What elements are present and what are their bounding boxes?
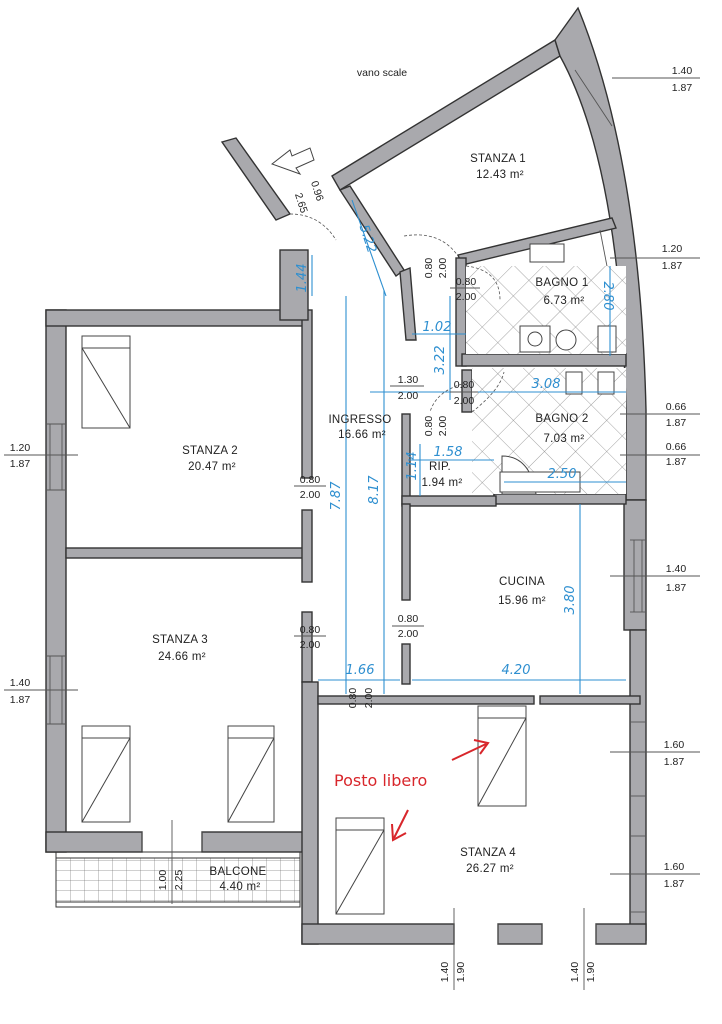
dim-1-58: 1.58 bbox=[434, 445, 463, 460]
balcone-door-width: 1.00 bbox=[157, 870, 169, 891]
door-rip-width: 0.80 bbox=[423, 416, 435, 437]
win-s2-width: 1.20 bbox=[10, 442, 31, 454]
bagno2-name: BAGNO 2 bbox=[535, 413, 588, 425]
bed-stanza4-left bbox=[335, 817, 385, 915]
posto-libero-annotation: Posto libero bbox=[334, 739, 490, 842]
win-s3-height: 1.87 bbox=[10, 694, 31, 706]
door-ingresso-width: 1.30 bbox=[398, 374, 419, 386]
win-bagno2a-width: 0.66 bbox=[666, 401, 687, 413]
cucina-name: CUCINA bbox=[499, 576, 545, 588]
stanza3-name: STANZA 3 bbox=[152, 634, 208, 646]
bagno1-name: BAGNO 1 bbox=[535, 277, 588, 289]
win-bagno2b-width: 0.66 bbox=[666, 441, 687, 453]
door-cucina-width: 0.80 bbox=[398, 613, 419, 625]
win-s4bot1-height: 1.90 bbox=[455, 962, 467, 983]
stanza2-area: 20.47 m² bbox=[188, 461, 236, 473]
dim-3-22: 3.22 bbox=[433, 346, 448, 375]
win-s4bot2-height: 1.90 bbox=[585, 962, 597, 983]
balcone-area: 4.40 m² bbox=[219, 881, 260, 893]
door-s4-height: 2.00 bbox=[363, 688, 375, 709]
dimension-labels: 1.44 5.22 1.02 3.22 3.08 2.80 1.58 1.14 … bbox=[295, 223, 615, 678]
win-s4b-height: 1.87 bbox=[664, 878, 685, 890]
dim-8-17: 8.17 bbox=[367, 475, 382, 505]
entry-arrow-icon bbox=[270, 147, 315, 175]
ingresso-area: 16.66 m² bbox=[338, 429, 386, 441]
door-s2-height: 2.00 bbox=[300, 489, 321, 501]
dim-7-87: 7.87 bbox=[329, 481, 344, 511]
dim-3-08: 3.08 bbox=[532, 377, 561, 392]
win-s4bot1-width: 1.40 bbox=[439, 962, 451, 983]
door-s1-width: 0.80 bbox=[423, 258, 435, 279]
win-s2-height: 1.87 bbox=[10, 458, 31, 470]
win-bagno1-height: 1.87 bbox=[662, 260, 683, 272]
bed-stanza3-right bbox=[227, 725, 275, 823]
win-s1-height: 1.87 bbox=[672, 82, 693, 94]
beds bbox=[81, 335, 527, 915]
door-s4-width: 0.80 bbox=[347, 688, 359, 709]
cucina-area: 15.96 m² bbox=[498, 595, 546, 607]
win-s4a-height: 1.87 bbox=[664, 756, 685, 768]
stanza4-name: STANZA 4 bbox=[460, 847, 516, 859]
stanza2-name: STANZA 2 bbox=[182, 445, 238, 457]
arrow-to-bed-left bbox=[393, 809, 409, 839]
bed-stanza4-right bbox=[477, 705, 527, 807]
door-s1-height: 2.00 bbox=[437, 258, 449, 279]
balcony bbox=[55, 851, 301, 908]
win-s4a-width: 1.60 bbox=[664, 739, 685, 751]
rip-name: RIP. bbox=[429, 461, 451, 473]
door-bagno2-width: 0.80 bbox=[454, 379, 475, 391]
dim-1-02: 1.02 bbox=[423, 320, 452, 335]
win-bagno2b-height: 1.87 bbox=[666, 456, 687, 468]
arrow-to-bed-right bbox=[451, 743, 487, 761]
dim-1-66: 1.66 bbox=[346, 663, 375, 678]
dim-1-14: 1.14 bbox=[405, 452, 420, 481]
door-entry-height: 2.65 bbox=[292, 192, 310, 215]
door-cucina-height: 2.00 bbox=[398, 628, 419, 640]
opening-labels: 1.40 1.87 1.20 1.87 0.66 1.87 0.66 1.87 … bbox=[4, 65, 700, 990]
door-bagno1-width: 0.80 bbox=[456, 276, 477, 288]
win-cucina-width: 1.40 bbox=[666, 563, 687, 575]
dim-4-20: 4.20 bbox=[502, 663, 531, 678]
room-labels: vano scale STANZA 1 12.43 m² BAGNO 1 6.7… bbox=[152, 67, 588, 893]
door-rip-height: 2.00 bbox=[437, 416, 449, 437]
stanza1-area: 12.43 m² bbox=[476, 169, 524, 181]
stanza1-name: STANZA 1 bbox=[470, 153, 526, 165]
win-bagno1-width: 1.20 bbox=[662, 243, 683, 255]
dim-2-50: 2.50 bbox=[548, 467, 577, 482]
door-s3-height: 2.00 bbox=[300, 639, 321, 651]
door-bagno1-height: 2.00 bbox=[456, 291, 477, 303]
dim-3-80: 3.80 bbox=[563, 586, 578, 615]
balcone-door-height: 2.25 bbox=[173, 870, 185, 891]
dim-2-80: 2.80 bbox=[600, 282, 615, 311]
door-s3-width: 0.80 bbox=[300, 624, 321, 636]
win-cucina-height: 1.87 bbox=[666, 582, 687, 594]
stanza4-area: 26.27 m² bbox=[466, 863, 514, 875]
bagno2-area: 7.03 m² bbox=[543, 433, 584, 445]
stanza3-area: 24.66 m² bbox=[158, 651, 206, 663]
stair-label: vano scale bbox=[357, 67, 407, 79]
door-swings bbox=[289, 213, 505, 413]
rip-area: 1.94 m² bbox=[421, 477, 462, 489]
bed-stanza2 bbox=[81, 335, 131, 429]
win-bagno2a-height: 1.87 bbox=[666, 417, 687, 429]
posto-libero-text: Posto libero bbox=[334, 771, 427, 790]
door-entry-width: 0.96 bbox=[308, 180, 326, 203]
dim-1-44: 1.44 bbox=[295, 264, 310, 293]
bed-stanza3-left bbox=[81, 725, 131, 823]
win-s1-width: 1.40 bbox=[672, 65, 693, 77]
win-s3-width: 1.40 bbox=[10, 677, 31, 689]
balcone-name: BALCONE bbox=[209, 866, 266, 878]
win-s4b-width: 1.60 bbox=[664, 861, 685, 873]
fixtures bbox=[499, 243, 617, 495]
door-bagno2-height: 2.00 bbox=[454, 395, 475, 407]
win-s4bot2-width: 1.40 bbox=[569, 962, 581, 983]
door-ingresso-height: 2.00 bbox=[398, 390, 419, 402]
bagno1-area: 6.73 m² bbox=[543, 295, 584, 307]
door-s2-width: 0.80 bbox=[300, 474, 321, 486]
ingresso-name: INGRESSO bbox=[328, 414, 391, 426]
